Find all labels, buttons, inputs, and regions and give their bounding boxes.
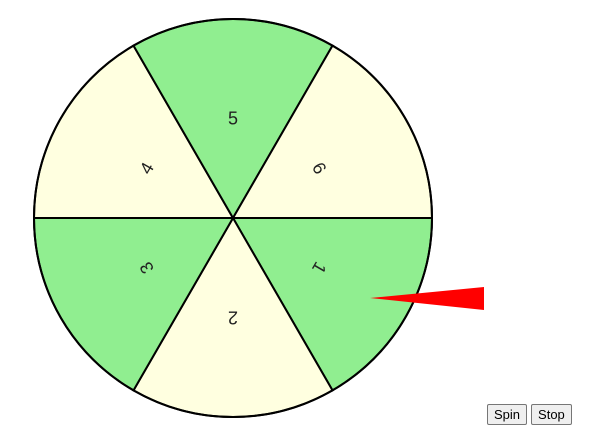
wheel-segment-label: 2 bbox=[228, 308, 238, 328]
wheel-pointer-icon bbox=[370, 287, 484, 310]
stop-button[interactable]: Stop bbox=[531, 404, 572, 425]
wheel-controls: Spin Stop bbox=[487, 404, 572, 425]
wheel-rim bbox=[33, 18, 433, 418]
spin-button[interactable]: Spin bbox=[487, 404, 528, 425]
wheel-segment-label: 5 bbox=[228, 109, 238, 129]
